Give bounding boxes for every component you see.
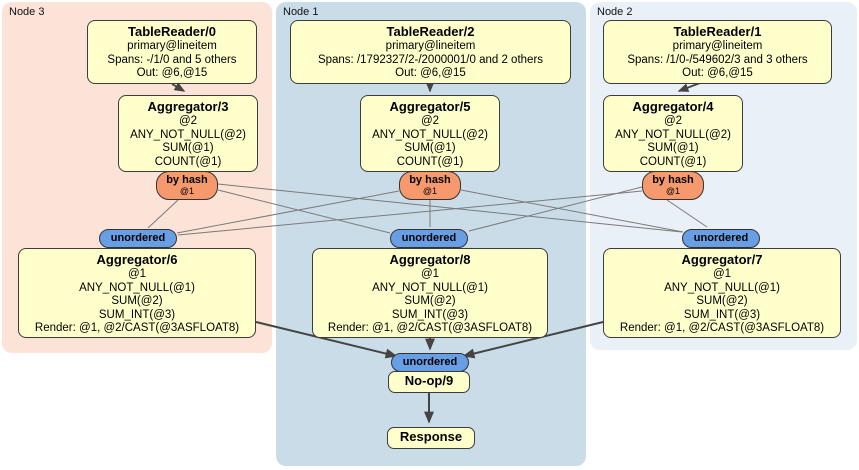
processor-aggregator-4: Aggregator/4 @2 ANY_NOT_NULL(@2) SUM(@1)…	[603, 95, 743, 172]
router-label: by hash	[166, 174, 208, 186]
agg-fn: SUM_INT(@3)	[683, 308, 761, 321]
processor-spans: Spans: /1/0-/549602/3 and 3 others	[627, 53, 808, 66]
agg-fn: SUM(@2)	[111, 295, 163, 307]
agg-fn: SUM(@2)	[696, 295, 748, 307]
agg-fn: COUNT(@1)	[396, 155, 464, 168]
processor-title: Aggregator/4	[632, 99, 714, 114]
router-by-hash-node2: by hash @1	[642, 171, 704, 200]
processor-aggregator-6: Aggregator/6 @1 ANY_NOT_NULL(@1) SUM(@2)…	[18, 248, 256, 338]
agg-fn: SUM(@1)	[647, 142, 699, 154]
region-node-1-label: Node 1	[283, 6, 319, 18]
router-label: by hash	[652, 174, 694, 186]
hash-router-mesh-lines	[147, 183, 708, 236]
processor-aggregator-7: Aggregator/7 @1 ANY_NOT_NULL(@1) SUM(@2)…	[603, 248, 841, 338]
agg-fn: COUNT(@1)	[154, 155, 222, 168]
agg-fn: SUM(@2)	[404, 295, 456, 307]
router-by-hash-node3: by hash @1	[156, 171, 218, 200]
agg-render: Render: @1, @2/CAST(@3ASFLOAT8)	[619, 322, 825, 334]
agg-group-cols: @2	[178, 115, 198, 127]
response-box: Response	[387, 427, 475, 449]
agg-group-cols: @1	[127, 268, 147, 280]
processor-spans: Spans: -/1/0 and 5 others	[107, 53, 237, 66]
processor-tablereader-0: TableReader/0 primary@lineitem Spans: -/…	[87, 20, 257, 84]
router-columns: @1	[665, 186, 681, 196]
agg-fn: ANY_NOT_NULL(@1)	[79, 281, 195, 294]
processor-aggregator-8: Aggregator/8 @1 ANY_NOT_NULL(@1) SUM(@2)…	[312, 248, 548, 338]
sync-unordered-node2: unordered	[682, 229, 760, 248]
processor-index: primary@lineitem	[672, 40, 763, 52]
agg-group-cols: @2	[420, 115, 440, 127]
processor-spans: Spans: /1792327/2-/2000001/0 and 2 other…	[317, 53, 544, 66]
agg-render: Render: @1, @2/CAST(@3ASFLOAT8)	[327, 322, 533, 334]
router-columns: @1	[179, 186, 195, 196]
processor-out: Out: @6,@15	[395, 67, 466, 79]
router-columns: @1	[422, 186, 438, 196]
tablereader-to-aggregator-arrows	[171, 81, 701, 93]
agg-fn: COUNT(@1)	[639, 155, 707, 168]
sync-unordered-final: unordered	[391, 353, 469, 372]
processor-index: primary@lineitem	[385, 40, 476, 52]
router-by-hash-node1: by hash @1	[399, 171, 461, 200]
router-label: by hash	[409, 174, 451, 186]
agg-fn: ANY_NOT_NULL(@2)	[615, 128, 731, 141]
agg-group-cols: @1	[712, 268, 732, 280]
processor-noop-9: No-op/9	[388, 371, 470, 393]
agg-fn: SUM(@1)	[404, 142, 456, 154]
agg-fn: SUM_INT(@3)	[98, 308, 176, 321]
agg-fn: ANY_NOT_NULL(@1)	[664, 281, 780, 294]
agg-fn: ANY_NOT_NULL(@1)	[372, 281, 488, 294]
processor-title: Aggregator/3	[147, 99, 229, 114]
agg-render: Render: @1, @2/CAST(@3ASFLOAT8)	[34, 322, 240, 334]
processor-title: Aggregator/7	[681, 252, 763, 267]
processor-out: Out: @6,@15	[682, 67, 753, 79]
processor-aggregator-3: Aggregator/3 @2 ANY_NOT_NULL(@2) SUM(@1)…	[118, 95, 258, 172]
agg-fn: SUM(@1)	[162, 142, 214, 154]
agg-group-cols: @1	[420, 268, 440, 280]
processor-title: TableReader/0	[128, 24, 216, 39]
processor-aggregator-5: Aggregator/5 @2 ANY_NOT_NULL(@2) SUM(@1)…	[360, 95, 500, 172]
sync-unordered-node3: unordered	[99, 229, 177, 248]
processor-index: primary@lineitem	[127, 40, 217, 52]
agg-fn: ANY_NOT_NULL(@2)	[130, 128, 246, 141]
sync-unordered-node1: unordered	[390, 229, 468, 248]
region-node-2-label: Node 2	[597, 6, 633, 18]
processor-title: Aggregator/6	[96, 252, 178, 267]
processor-tablereader-2: TableReader/2 primary@lineitem Spans: /1…	[290, 20, 571, 84]
region-node-3-label: Node 3	[9, 6, 45, 18]
agg-fn: SUM_INT(@3)	[391, 308, 469, 321]
processor-title: TableReader/2	[386, 24, 475, 39]
agg-fn: ANY_NOT_NULL(@2)	[372, 128, 488, 141]
processor-title: Aggregator/8	[389, 252, 471, 267]
final-stage-arrows	[255, 321, 604, 424]
processor-out: Out: @6,@15	[136, 67, 208, 79]
processor-title: TableReader/1	[673, 24, 762, 39]
processor-tablereader-1: TableReader/1 primary@lineitem Spans: /1…	[603, 20, 832, 84]
processor-title: Aggregator/5	[389, 99, 471, 114]
agg-group-cols: @2	[663, 115, 683, 127]
